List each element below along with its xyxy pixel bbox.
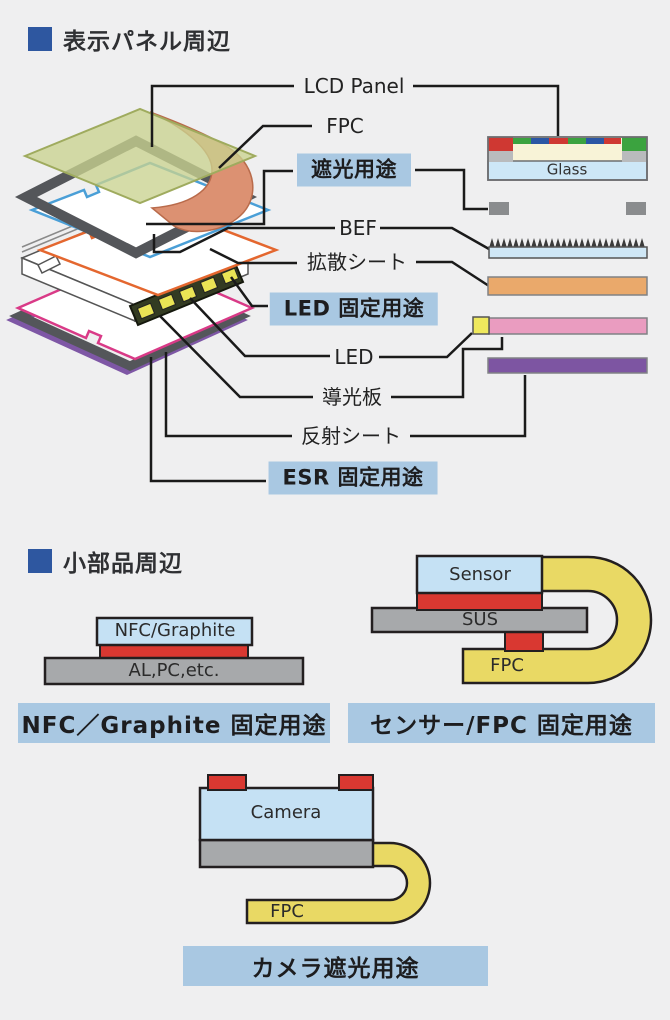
caption-nfc-fixing: NFC／Graphite 固定用途 bbox=[18, 703, 330, 743]
reflective-cross-section bbox=[487, 357, 648, 374]
label-al-pc: AL,PC,etc. bbox=[128, 660, 220, 681]
label-fpc: FPC bbox=[326, 114, 364, 138]
label-bef: BEF bbox=[339, 216, 377, 240]
label-led-fixing-use: LED 固定用途 bbox=[269, 292, 439, 326]
caption-sensor-fpc-fixing: センサー/FPC 固定用途 bbox=[348, 703, 655, 743]
label-camera-fpc: FPC bbox=[270, 901, 304, 922]
label-diffusion-sheet: 拡散シート bbox=[307, 250, 407, 274]
label-light-guide: 導光板 bbox=[322, 385, 382, 409]
label-sensor-fpc: FPC bbox=[490, 655, 524, 676]
caption-camera-shading: カメラ遮光用途 bbox=[183, 946, 488, 986]
label-camera: Camera bbox=[250, 802, 322, 823]
label-shading-use: 遮光用途 bbox=[297, 153, 411, 187]
section-panel-heading: 表示パネル周辺 bbox=[28, 22, 231, 56]
lcd-panel-shape bbox=[22, 107, 258, 205]
sensor-diagram bbox=[370, 554, 653, 685]
section-panel-title: 表示パネル周辺 bbox=[63, 29, 231, 55]
shading-tape-pieces bbox=[489, 202, 646, 215]
label-sensor: Sensor bbox=[449, 564, 511, 585]
section-marker-icon bbox=[28, 549, 52, 573]
bef-cross-section bbox=[488, 238, 648, 259]
exploded-panel-stack bbox=[6, 107, 280, 375]
section-marker-icon bbox=[28, 27, 52, 51]
label-led: LED bbox=[334, 345, 374, 369]
label-sus: SUS bbox=[461, 609, 499, 630]
label-reflective-sheet: 反射シート bbox=[301, 424, 401, 448]
label-glass: Glass bbox=[546, 160, 588, 179]
diffusion-cross-section bbox=[487, 276, 648, 296]
section-small-parts-heading: 小部品周辺 bbox=[28, 544, 183, 578]
nfc-diagram bbox=[43, 616, 305, 686]
label-esr-fixing-use: ESR 固定用途 bbox=[268, 461, 438, 495]
led-lightguide-cross-section bbox=[472, 316, 648, 335]
connector-lines bbox=[146, 84, 560, 483]
lcd-cross-section bbox=[487, 136, 648, 181]
camera-diagram bbox=[198, 774, 432, 925]
section-small-parts-title: 小部品周辺 bbox=[63, 551, 183, 577]
label-lcd-panel: LCD Panel bbox=[303, 74, 405, 98]
label-nfc-graphite: NFC/Graphite bbox=[114, 620, 236, 641]
